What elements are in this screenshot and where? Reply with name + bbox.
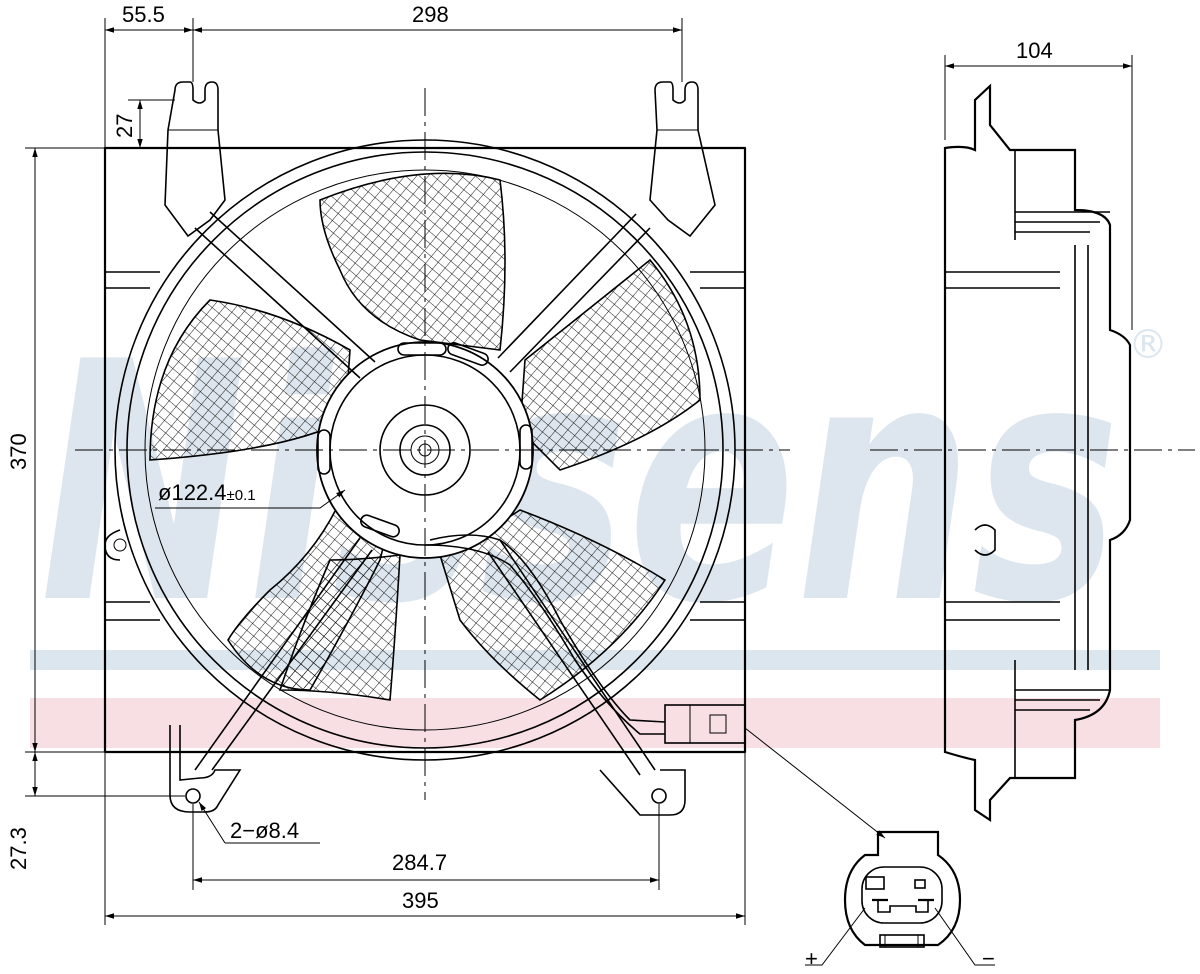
dim-top-span: 298 [412,2,449,27]
dim-bottom-offset: 27.3 [6,827,31,870]
fan-blade [278,554,401,701]
dim-overall-width: 395 [402,888,439,913]
side-outline [943,83,1132,823]
side-view [870,83,1195,823]
mount-hole-left [185,788,201,804]
dim-side-depth: 104 [1016,38,1053,63]
connector-plus-label: + [805,946,818,971]
dim-overall-height: 370 [6,433,31,470]
watermark-registered-mark: ® [1128,322,1168,368]
dim-top-left-offset: 55.5 [122,2,165,27]
mount-hole-right [651,788,667,804]
motor-wire [429,534,666,723]
mount-foot-right [599,769,686,816]
svg-text:ø122.4±0.1: ø122.4±0.1 [158,480,256,505]
connector-minus-label: − [982,946,995,971]
dim-mount-holes: 2−ø8.4 [230,818,299,843]
fan-blade [149,299,351,461]
shroud-connector [664,704,746,744]
motor-struts [194,211,656,776]
mount-arm-top-right [649,81,716,238]
mount-foot-left [169,725,242,813]
fan-blade [319,172,506,351]
dim-hole-spacing: 284.7 [392,850,447,875]
dim-tab-height: 27 [112,114,137,138]
dimensions: 55.5 298 104 27 370 27.3 ø122.4±0.1 2−ø8… [6,2,1133,925]
fan-blade [519,258,701,471]
connector-body [843,830,962,947]
mount-arm-top-left [164,81,226,238]
watermark-band-pink [30,698,1160,748]
connector-detail: + − [744,727,995,971]
dim-hub-diameter: ø122.4±0.1 [158,480,256,505]
